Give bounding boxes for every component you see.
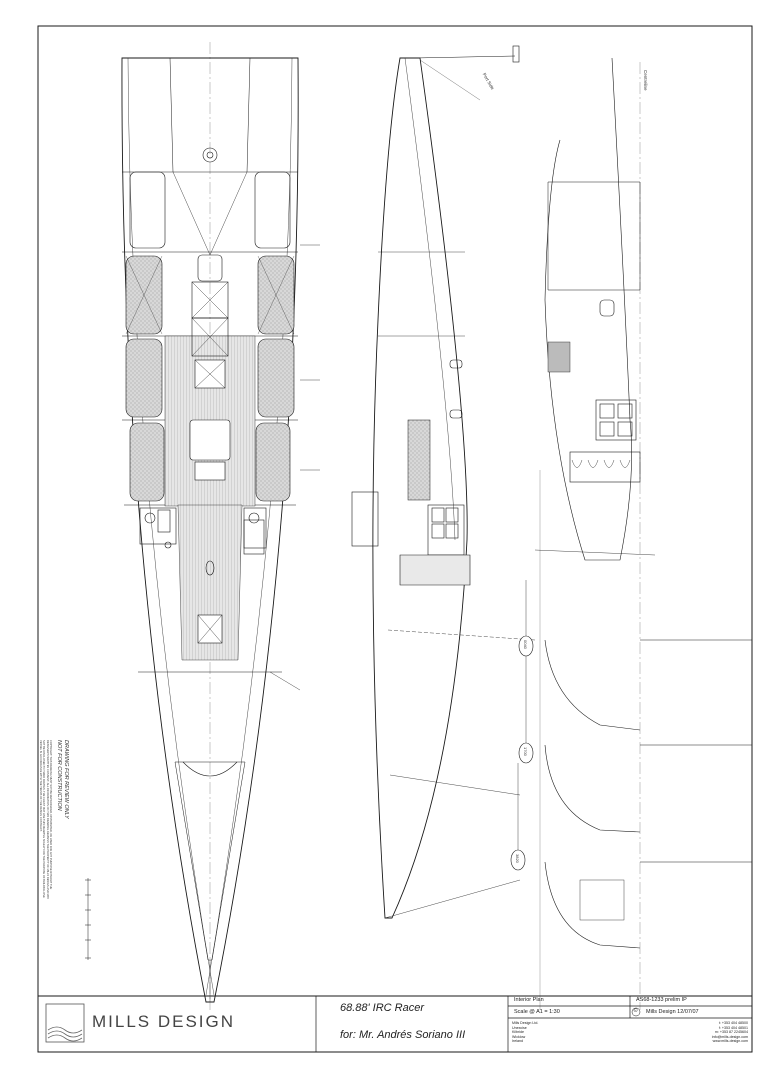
drawing-scale: Scale @ A1 = 1:30 [514, 1009, 560, 1015]
copyright-mark: © [633, 1008, 638, 1014]
station-label-1700: 1700 [523, 747, 528, 756]
project-title: 68.88' IRC Racer [340, 1002, 425, 1014]
section-views [544, 57, 752, 1010]
firm-address: Mills Design Ltd. Unexcise Kilbride Wick… [512, 1021, 539, 1044]
profile-view [351, 45, 656, 1010]
title-block-frame [37, 995, 753, 1053]
station-markers [510, 580, 534, 871]
logo-mark [45, 1003, 85, 1043]
station-label-0040: 0040 [523, 640, 528, 649]
centreline-label: Centreline [643, 70, 648, 91]
firm-contacts: t: +353 404 48500 f: +353 404 48501 m: +… [711, 1021, 748, 1044]
sheet-border [37, 25, 753, 1053]
plan-view [121, 42, 320, 1010]
hull-profile [372, 57, 468, 919]
scale-bar [85, 878, 91, 960]
review-note: DRAWING FOR REVIEW ONLY [63, 740, 69, 819]
station-label-3820: 3820 [515, 854, 520, 863]
drawing-number: AS68-1233 prelim IP [636, 997, 687, 1003]
author-date: Mills Design 12/07/07 [646, 1009, 699, 1015]
copyright-note: COPYRIGHT: THIS DRAWING MUST NOT BE REPR… [38, 740, 52, 899]
copyright-circle [631, 1007, 641, 1017]
firm-name: MILLS DESIGN [92, 1012, 236, 1031]
construction-note: NOT FOR CONSTRUCTION [56, 740, 62, 811]
sheet-title: Interior Plan [514, 997, 544, 1003]
client-name: for: Mr. Andrés Soriano III [340, 1029, 466, 1041]
